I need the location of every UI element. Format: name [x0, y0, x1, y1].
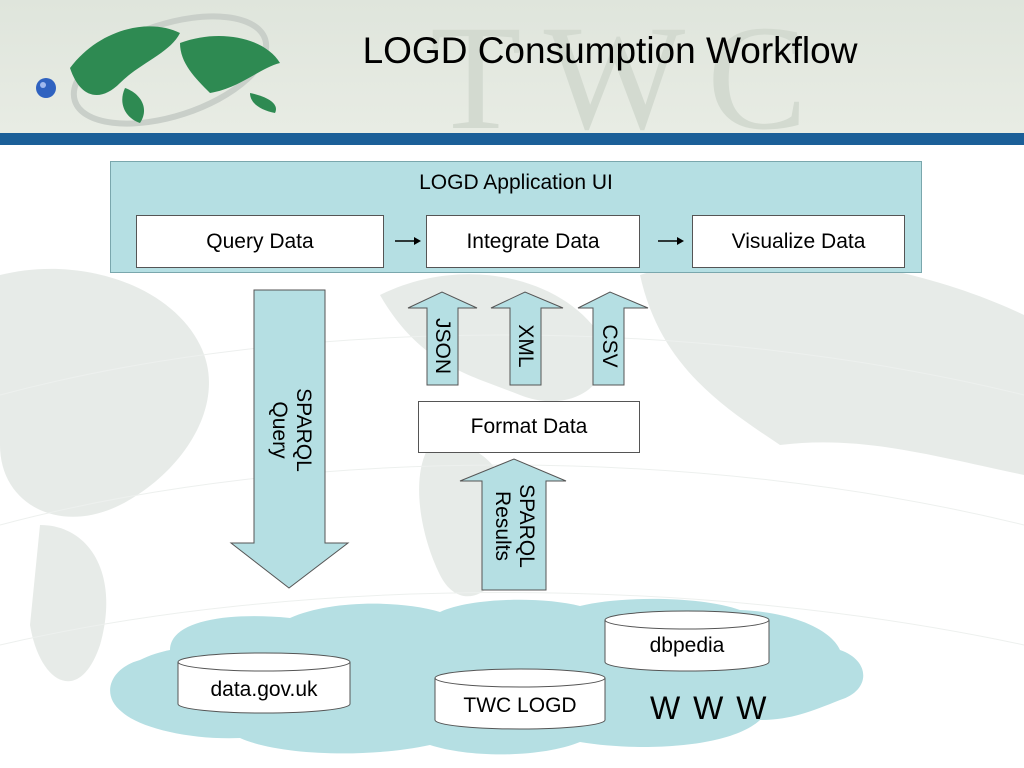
twc-logd-database: [434, 668, 606, 730]
sparql-query-label: SPARQL Query: [265, 388, 315, 472]
sparql-results-label-line-2: Results: [491, 490, 514, 562]
data-gov-uk-database: [177, 652, 351, 714]
format-data-box: Format Data: [418, 401, 640, 453]
sparql-results-label: SPARQL Results: [488, 474, 538, 578]
twc-logd-label: TWC LOGD: [463, 694, 577, 717]
www-label: W W W: [650, 690, 769, 726]
data-gov-uk-label: data.gov.uk: [210, 678, 318, 701]
dbpedia-label: dbpedia: [649, 634, 725, 657]
flow-connector-2: [658, 237, 684, 245]
sparql-results-label-line-1: SPARQL: [515, 484, 538, 568]
sparql-query-label-line-1: SPARQL: [292, 388, 315, 472]
xml-arrow: [490, 291, 564, 386]
page-title: LOGD Consumption Workflow: [362, 30, 858, 71]
csv-label: CSV: [598, 324, 621, 368]
application-panel-title: LOGD Application UI: [419, 171, 613, 194]
csv-arrow: [577, 291, 649, 386]
json-label: JSON: [431, 317, 454, 374]
flow-connector-1: [395, 237, 421, 245]
sparql-query-label-line-2: Query: [268, 401, 291, 459]
dbpedia-database: [604, 610, 770, 672]
sparql-results-arrow: [459, 458, 567, 591]
json-arrow: [407, 291, 478, 386]
header-divider: [0, 133, 1024, 145]
query-data-box: Query Data: [136, 215, 384, 268]
sparql-query-arrow: [229, 289, 350, 589]
integrate-data-box: Integrate Data: [426, 215, 640, 268]
globe-logo: [36, 13, 280, 127]
xml-label: XML: [514, 324, 537, 368]
visualize-data-box: Visualize Data: [692, 215, 905, 268]
